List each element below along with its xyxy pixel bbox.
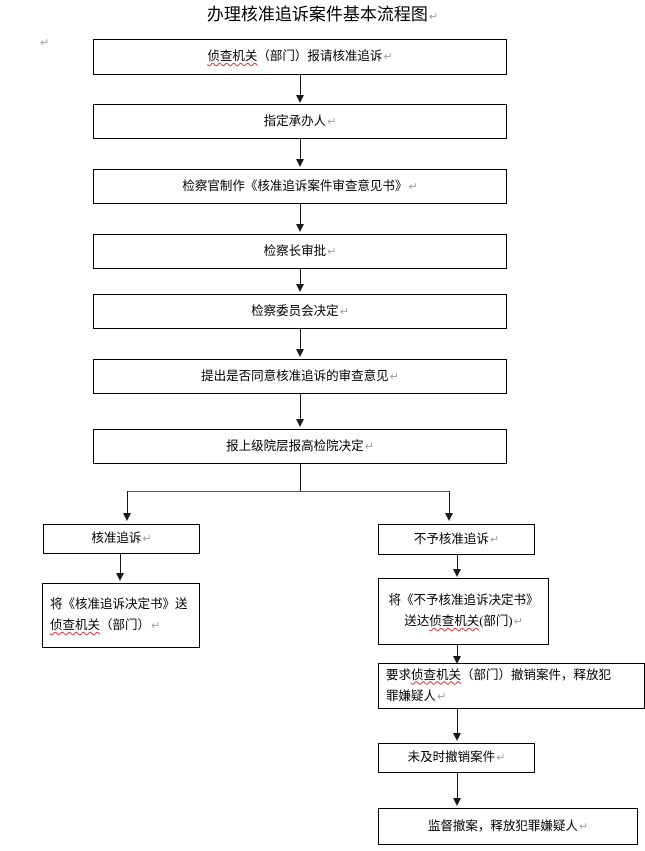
connector-split-bar: [127, 491, 450, 493]
arrowhead-icon: [453, 798, 461, 806]
arrowhead-icon: [296, 224, 304, 232]
flow-node-not-withdrawn-in-time[interactable]: 未及时撤销案件↵: [378, 743, 535, 773]
flow-node-review-opinion[interactable]: 提出是否同意核准追诉的审查意见↵: [93, 359, 507, 394]
connector-n2-n3: [300, 139, 302, 161]
flow-node-report-to-spp[interactable]: 报上级院层报高检院决定↵: [93, 429, 507, 464]
flow-node-label-line1-pre: 要求: [386, 667, 412, 682]
pilcrow-icon: ↵: [408, 180, 418, 193]
flow-node-label-misspelled: 侦查机关: [207, 49, 258, 63]
flow-node-label-rest: （部门）报请核准追诉: [257, 49, 383, 63]
pilcrow-icon: ↵: [496, 752, 506, 764]
flow-node-require-case-withdrawal[interactable]: 要求侦查机关（部门）撤销案件，释放犯罪嫌疑人↵: [378, 663, 645, 709]
flow-node-label: 将《不予核准追诉决定书》送达侦查机关(部门)↵: [379, 590, 548, 633]
arrowhead-icon: [296, 159, 304, 167]
flow-node-label: 检察长审批↵: [94, 241, 506, 263]
pilcrow-icon: ↵: [142, 533, 152, 545]
connector-r1-r2: [457, 555, 459, 571]
arrowhead-icon: [296, 349, 304, 357]
pilcrow-icon: ↵: [151, 620, 161, 632]
arrowhead-icon: [445, 513, 453, 521]
flow-node-label: 报上级院层报高检院决定↵: [94, 436, 506, 458]
page-title-text: 办理核准追诉案件基本流程图: [206, 5, 428, 24]
flow-node-label: 检察委员会决定↵: [94, 301, 506, 323]
flow-node-label: 指定承办人↵: [94, 111, 506, 133]
arrowhead-icon: [296, 95, 304, 103]
pilcrow-icon: ↵: [327, 245, 337, 258]
connector-r4-r5: [457, 773, 459, 800]
arrowhead-icon: [123, 513, 131, 521]
flow-node-label: 监督撤案，释放犯罪嫌疑人↵: [379, 816, 637, 838]
flow-node-label: 将《核准追诉决定书》送侦查机关（部门）↵: [43, 594, 199, 637]
flow-node-label: 提出是否同意核准追诉的审查意见↵: [94, 366, 506, 388]
flow-node-label-line1: 将《核准追诉决定书》送: [50, 597, 188, 611]
flow-node-label: 检察官制作《核准追诉案件审查意见书》↵: [94, 176, 506, 198]
flow-node-chief-approval[interactable]: 检察长审批↵: [93, 234, 507, 269]
connector-r3-r4: [457, 709, 459, 735]
connector-n1-n2: [300, 75, 302, 97]
flow-node-label-text: 核准追诉: [91, 531, 142, 545]
pilcrow-icon: ↵: [428, 11, 439, 23]
flow-node-deliver-approval-decision[interactable]: 将《核准追诉决定书》送侦查机关（部门）↵: [42, 583, 200, 648]
flow-node-label-misspelled: 侦查机关: [411, 667, 462, 682]
arrowhead-icon: [453, 569, 461, 577]
stray-pilcrow-icon: ↵: [40, 37, 50, 49]
arrowhead-icon: [116, 573, 124, 581]
arrowhead-icon: [296, 284, 304, 292]
pilcrow-icon: ↵: [383, 51, 393, 63]
connector-n5-n6: [300, 329, 302, 351]
page-title: 办理核准追诉案件基本流程图↵: [0, 4, 645, 28]
arrowhead-icon: [453, 733, 461, 741]
flow-node-deny-prosecution[interactable]: 不予核准追诉↵: [378, 524, 535, 555]
flow-node-label-text: 检察官制作《核准追诉案件审查意见书》: [182, 178, 408, 193]
pilcrow-icon: ↵: [578, 820, 589, 833]
pilcrow-icon: ↵: [364, 440, 374, 453]
flow-node-label-text: 报上级院层报高检院决定: [226, 438, 364, 453]
flow-node-assign-handler[interactable]: 指定承办人↵: [93, 104, 507, 139]
connector-n4-n5: [300, 269, 302, 286]
connector-n3-n4: [300, 204, 302, 226]
connector-split-left-drop: [127, 491, 129, 515]
flow-node-label-text: 检察委员会决定: [251, 303, 339, 318]
pilcrow-icon: ↵: [437, 690, 447, 703]
flow-node-label-text: 未及时撤销案件: [407, 750, 496, 764]
flow-node-prosecutor-opinion-doc[interactable]: 检察官制作《核准追诉案件审查意见书》↵: [93, 169, 507, 204]
flow-node-label-line2: 罪嫌疑人: [386, 688, 437, 703]
connector-split-right-drop: [449, 491, 451, 515]
flow-node-committee-decision[interactable]: 检察委员会决定↵: [93, 294, 507, 329]
flow-node-label-text: 监督撤案，释放犯罪嫌疑人: [427, 818, 578, 833]
connector-r2-r3: [457, 645, 459, 661]
flow-node-label-text: 提出是否同意核准追诉的审查意见: [201, 368, 389, 383]
flow-node-label: 核准追诉↵: [44, 528, 199, 550]
pilcrow-icon: ↵: [513, 616, 523, 628]
arrowhead-icon: [296, 419, 304, 427]
flow-node-label-text: 指定承办人: [263, 113, 327, 128]
flow-node-label: 侦查机关（部门）报请核准追诉↵: [94, 46, 506, 68]
flow-node-label-line2-pre: 送达: [404, 614, 430, 628]
flow-node-label-line1: 将《不予核准追诉决定书》: [388, 593, 539, 607]
flow-node-label: 未及时撤销案件↵: [379, 747, 534, 769]
flow-node-approve-prosecution[interactable]: 核准追诉↵: [43, 524, 200, 554]
flow-node-label: 要求侦查机关（部门）撤销案件，释放犯罪嫌疑人↵: [379, 665, 644, 708]
flow-node-deliver-denial-decision[interactable]: 将《不予核准追诉决定书》送达侦查机关(部门)↵: [378, 578, 549, 645]
flow-node-label-line2-rest: （部门）: [100, 618, 151, 632]
flow-node-label: 不予核准追诉↵: [379, 529, 534, 551]
connector-l1-l2: [120, 554, 122, 575]
connector-n6-n7: [300, 394, 302, 421]
pilcrow-icon: ↵: [489, 533, 500, 546]
connector-split-stem: [300, 464, 302, 492]
pilcrow-icon: ↵: [389, 370, 399, 383]
flow-node-label-text: 不予核准追诉: [413, 531, 489, 546]
flow-node-supervise-withdrawal[interactable]: 监督撤案，释放犯罪嫌疑人↵: [378, 808, 638, 845]
pilcrow-icon: ↵: [327, 115, 337, 128]
flow-node-report-request[interactable]: 侦查机关（部门）报请核准追诉↵: [93, 39, 507, 75]
flow-node-label-misspelled: 侦查机关: [429, 614, 480, 628]
pilcrow-icon: ↵: [339, 305, 349, 318]
flow-node-label-line2-rest: (部门): [479, 614, 513, 628]
flow-node-label-misspelled: 侦查机关: [50, 618, 101, 632]
flow-node-label-line1-rest: （部门）撤销案件，释放犯: [461, 667, 612, 682]
flow-node-label-text: 检察长审批: [263, 243, 327, 258]
arrowhead-icon: [453, 656, 461, 664]
